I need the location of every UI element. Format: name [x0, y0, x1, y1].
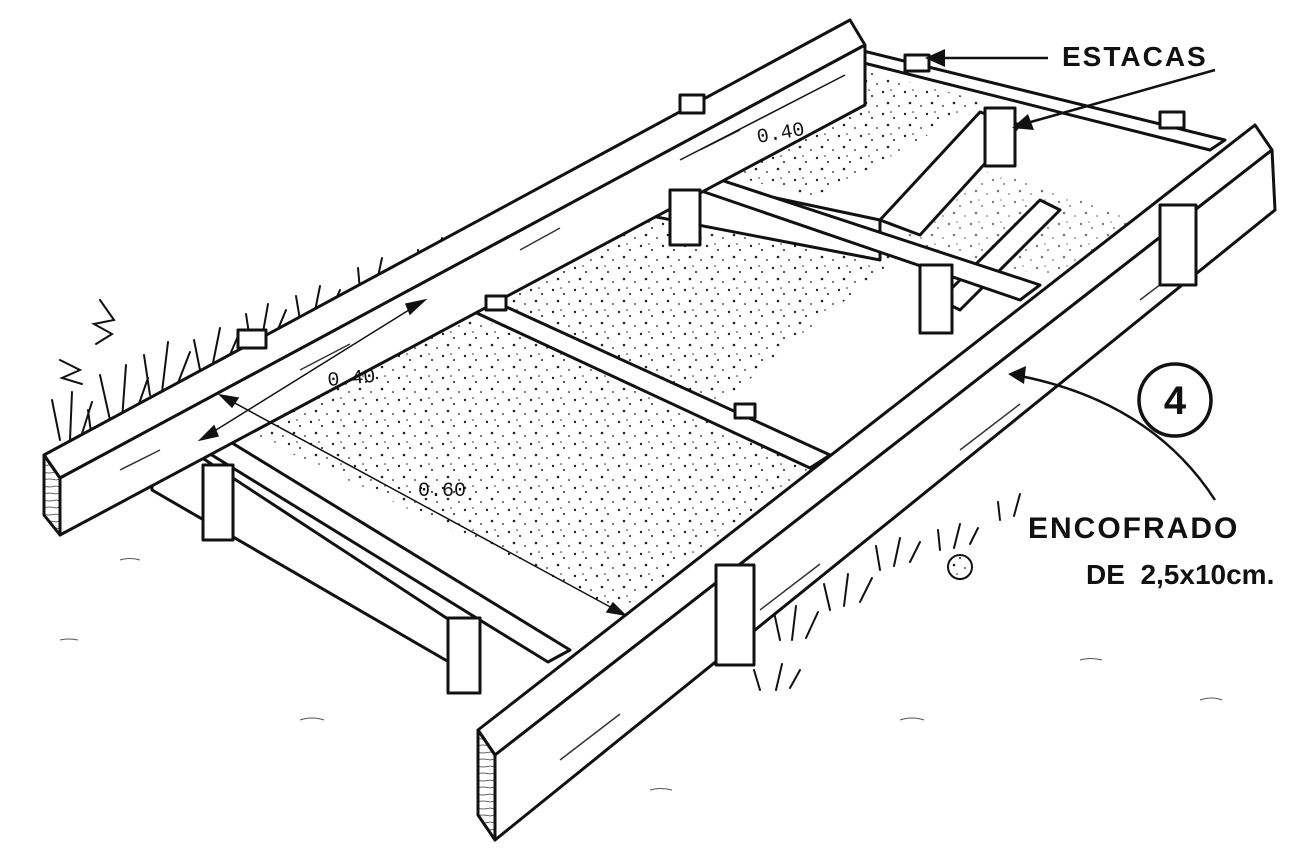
- figure-number: 4: [1164, 379, 1187, 423]
- formwork-leader: [1014, 373, 1217, 501]
- stake: [733, 402, 757, 420]
- ground-lines: [59, 538, 1223, 791]
- formwork-label-line2: DE 2,5x10cm.: [1086, 559, 1274, 590]
- stake: [678, 93, 706, 115]
- formwork-arrowhead: [1008, 366, 1026, 384]
- stake: [668, 188, 702, 247]
- stakes-arrowhead: [1012, 114, 1034, 130]
- stake: [1158, 203, 1198, 287]
- stake: [903, 53, 931, 73]
- stakes-label: ESTACAS: [1062, 41, 1208, 72]
- figure-number-circle: [1137, 362, 1213, 438]
- stakes: [201, 53, 1198, 695]
- stake: [714, 563, 756, 667]
- dimension-lines: [197, 74, 846, 617]
- stake: [236, 328, 268, 350]
- dim-front-width: 0.40: [327, 366, 377, 393]
- stake: [484, 294, 508, 312]
- stake: [918, 263, 954, 335]
- stake: [446, 616, 482, 695]
- stakes-arrowhead: [925, 49, 945, 67]
- stake: [1158, 110, 1186, 130]
- formwork-label-line1: ENCOFRADO: [1028, 512, 1239, 545]
- grass-right: [753, 493, 1021, 691]
- stake: [201, 463, 235, 542]
- rail-right: [476, 123, 1277, 842]
- dim-length: 0.60: [418, 480, 466, 503]
- stake: [983, 106, 1017, 168]
- stakes-leader: [935, 56, 1216, 127]
- stone: [947, 554, 973, 580]
- rail-left: [42, 18, 867, 537]
